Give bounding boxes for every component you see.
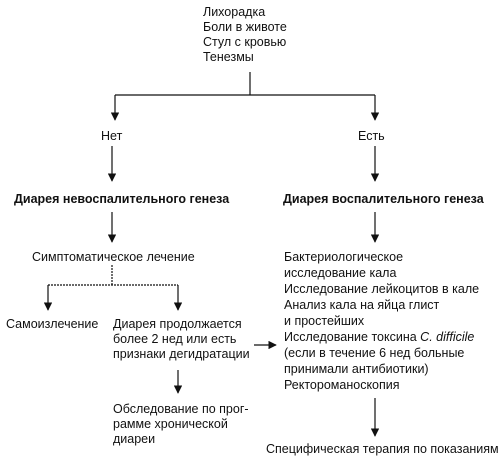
- chronic-exam-line-3: диареи: [113, 432, 156, 446]
- test-bacteriological-2: исследование кала: [284, 266, 397, 280]
- test-bacteriological-1: Бактериологическое: [284, 250, 404, 264]
- persisting-line-2: более 2 нед или есть: [113, 332, 237, 346]
- symptom-abdominal-pain: Боли в животе: [203, 20, 287, 34]
- test-toxin-organism: C. difficile: [420, 330, 475, 344]
- symptom-fever: Лихорадка: [203, 5, 266, 19]
- chronic-exam-line-2: рамме хронической: [113, 417, 228, 431]
- test-helminths-2: и простейших: [284, 314, 365, 328]
- test-toxin: Исследование токсина C. difficile: [284, 330, 474, 345]
- symptom-bloody-stool: Стул с кровью: [203, 35, 287, 49]
- test-toxin-prefix: Исследование токсина: [284, 330, 421, 344]
- answer-yes: Есть: [358, 129, 385, 143]
- test-leukocytes: Исследование лейкоцитов в кале: [284, 282, 480, 296]
- symptom-tenesmus: Тенезмы: [203, 50, 254, 64]
- test-antibiotics-note-2: принимали антибиотики): [284, 362, 429, 376]
- persisting-line-1: Диарея продолжается: [113, 317, 242, 331]
- symptomatic-treatment: Симптоматическое лечение: [32, 250, 195, 264]
- specific-therapy: Специфическая терапия по показаниям: [266, 442, 499, 456]
- test-helminths-1: Анализ кала на яйца глист: [284, 298, 440, 312]
- chronic-exam-line-1: Обследование по прог-: [113, 402, 249, 416]
- answer-no: Нет: [101, 129, 123, 143]
- persisting-line-3: признаки дегидратации: [113, 347, 250, 361]
- test-antibiotics-note-1: (если в течение 6 нед больные: [284, 346, 465, 360]
- test-rectoscopy: Ректороманоскопия: [284, 378, 400, 392]
- inflammatory-diarrhea: Диарея воспалительного генеза: [283, 192, 484, 206]
- noninflammatory-diarrhea: Диарея невоспалительного генеза: [14, 192, 230, 206]
- self-healing: Самоизлечение: [6, 317, 99, 331]
